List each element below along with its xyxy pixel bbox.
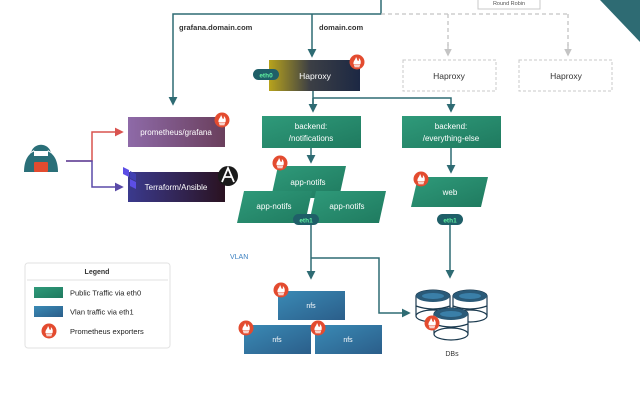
- legend-swatch-vlan: [34, 306, 63, 317]
- haproxy-standby-1-label: Haproxy: [433, 71, 465, 81]
- app-notifs-box-1: [271, 166, 346, 198]
- terraform-icon: [123, 167, 136, 189]
- app-notifs-eth1-label: eth1: [299, 218, 313, 225]
- terraform-ansible-box: [128, 172, 225, 202]
- domain-label: domain.com: [319, 23, 364, 32]
- app-notifs-label-3: app-notifs: [329, 202, 364, 211]
- prometheus-exporter-icon: [41, 323, 57, 339]
- backend-notifications-line1: backend:: [295, 122, 327, 131]
- app-notifs-eth1-badge: [293, 214, 319, 225]
- backend-else-box: [402, 116, 501, 148]
- legend-item-prometheus: Prometheus exporters: [70, 327, 144, 336]
- haproxy-active-label: Haproxy: [299, 71, 331, 81]
- app-notifs-to-db-line: [311, 257, 411, 318]
- backend-else-line2: /everything-else: [423, 134, 480, 143]
- prometheus-exporter-icon: [238, 320, 254, 336]
- user-icon: [24, 144, 58, 172]
- backend-notifications-line2: /notifications: [289, 134, 333, 143]
- legend-item-public: Public Traffic via eth0: [70, 289, 141, 298]
- nfs-box-1: [278, 291, 345, 320]
- haproxy-standby-2: [518, 59, 613, 92]
- dbs-label: DBs: [445, 351, 459, 358]
- nfs-box-2: [244, 325, 311, 354]
- round-robin-box: [477, 0, 541, 10]
- web-eth1-badge: [437, 214, 463, 225]
- web-eth1-label: eth1: [443, 218, 457, 225]
- corner-decoration: [600, 0, 640, 42]
- dns-line: [168, 0, 382, 106]
- vlan-label: VLAN: [230, 254, 248, 261]
- haproxy-active: [269, 60, 360, 91]
- legend: Legend Public Traffic via eth0 Vlan traf…: [24, 262, 171, 349]
- legend-item-vlan: Vlan traffic via eth1: [70, 308, 134, 317]
- haproxy-standby-2-label: Haproxy: [550, 71, 582, 81]
- haproxy-to-backends-line: [312, 91, 452, 109]
- prometheus-exporter-icon: [310, 320, 326, 336]
- app-notifs-label-2: app-notifs: [256, 202, 291, 211]
- backend-notifications-box: [262, 116, 361, 148]
- haproxy-eth0-label: eth0: [259, 73, 273, 80]
- legend-box: [24, 262, 171, 349]
- user-to-prometheus-arrow: [66, 127, 124, 162]
- app-notifs-box-3: [309, 191, 386, 223]
- user-to-terraform-arrow: [66, 160, 124, 192]
- app-notifs-box-2: [237, 191, 312, 223]
- prometheus-exporter-icon: [273, 282, 289, 298]
- legend-title: Legend: [85, 269, 110, 276]
- legend-swatch-public: [34, 287, 63, 298]
- terraform-ansible-label: Terraform/Ansible: [145, 183, 208, 192]
- standby-dashed-lines: [381, 13, 569, 54]
- round-robin-label: Round Robin: [493, 1, 525, 7]
- nfs-label-1: nfs: [306, 303, 316, 310]
- prometheus-grafana-label: prometheus/grafana: [140, 128, 212, 137]
- prometheus-exporter-icon: [413, 171, 429, 187]
- nfs-label-3: nfs: [343, 337, 353, 344]
- nfs-label-2: nfs: [272, 337, 282, 344]
- prometheus-exporter-icon: [272, 155, 288, 171]
- nfs-box-3: [315, 325, 382, 354]
- prometheus-grafana-box: [128, 117, 225, 147]
- prometheus-exporter-icon: [424, 315, 440, 331]
- prometheus-exporter-icon: [349, 54, 365, 70]
- grafana-domain-label: grafana.domain.com: [179, 23, 253, 32]
- web-box: [411, 177, 488, 207]
- prometheus-exporter-icon: [214, 112, 230, 128]
- haproxy-standby-1: [402, 59, 497, 92]
- web-label: web: [442, 188, 458, 197]
- ansible-icon: [218, 165, 238, 186]
- backend-else-line1: backend:: [435, 122, 467, 131]
- app-notifs-label-1: app-notifs: [290, 178, 325, 187]
- haproxy-eth0-badge: [253, 69, 279, 80]
